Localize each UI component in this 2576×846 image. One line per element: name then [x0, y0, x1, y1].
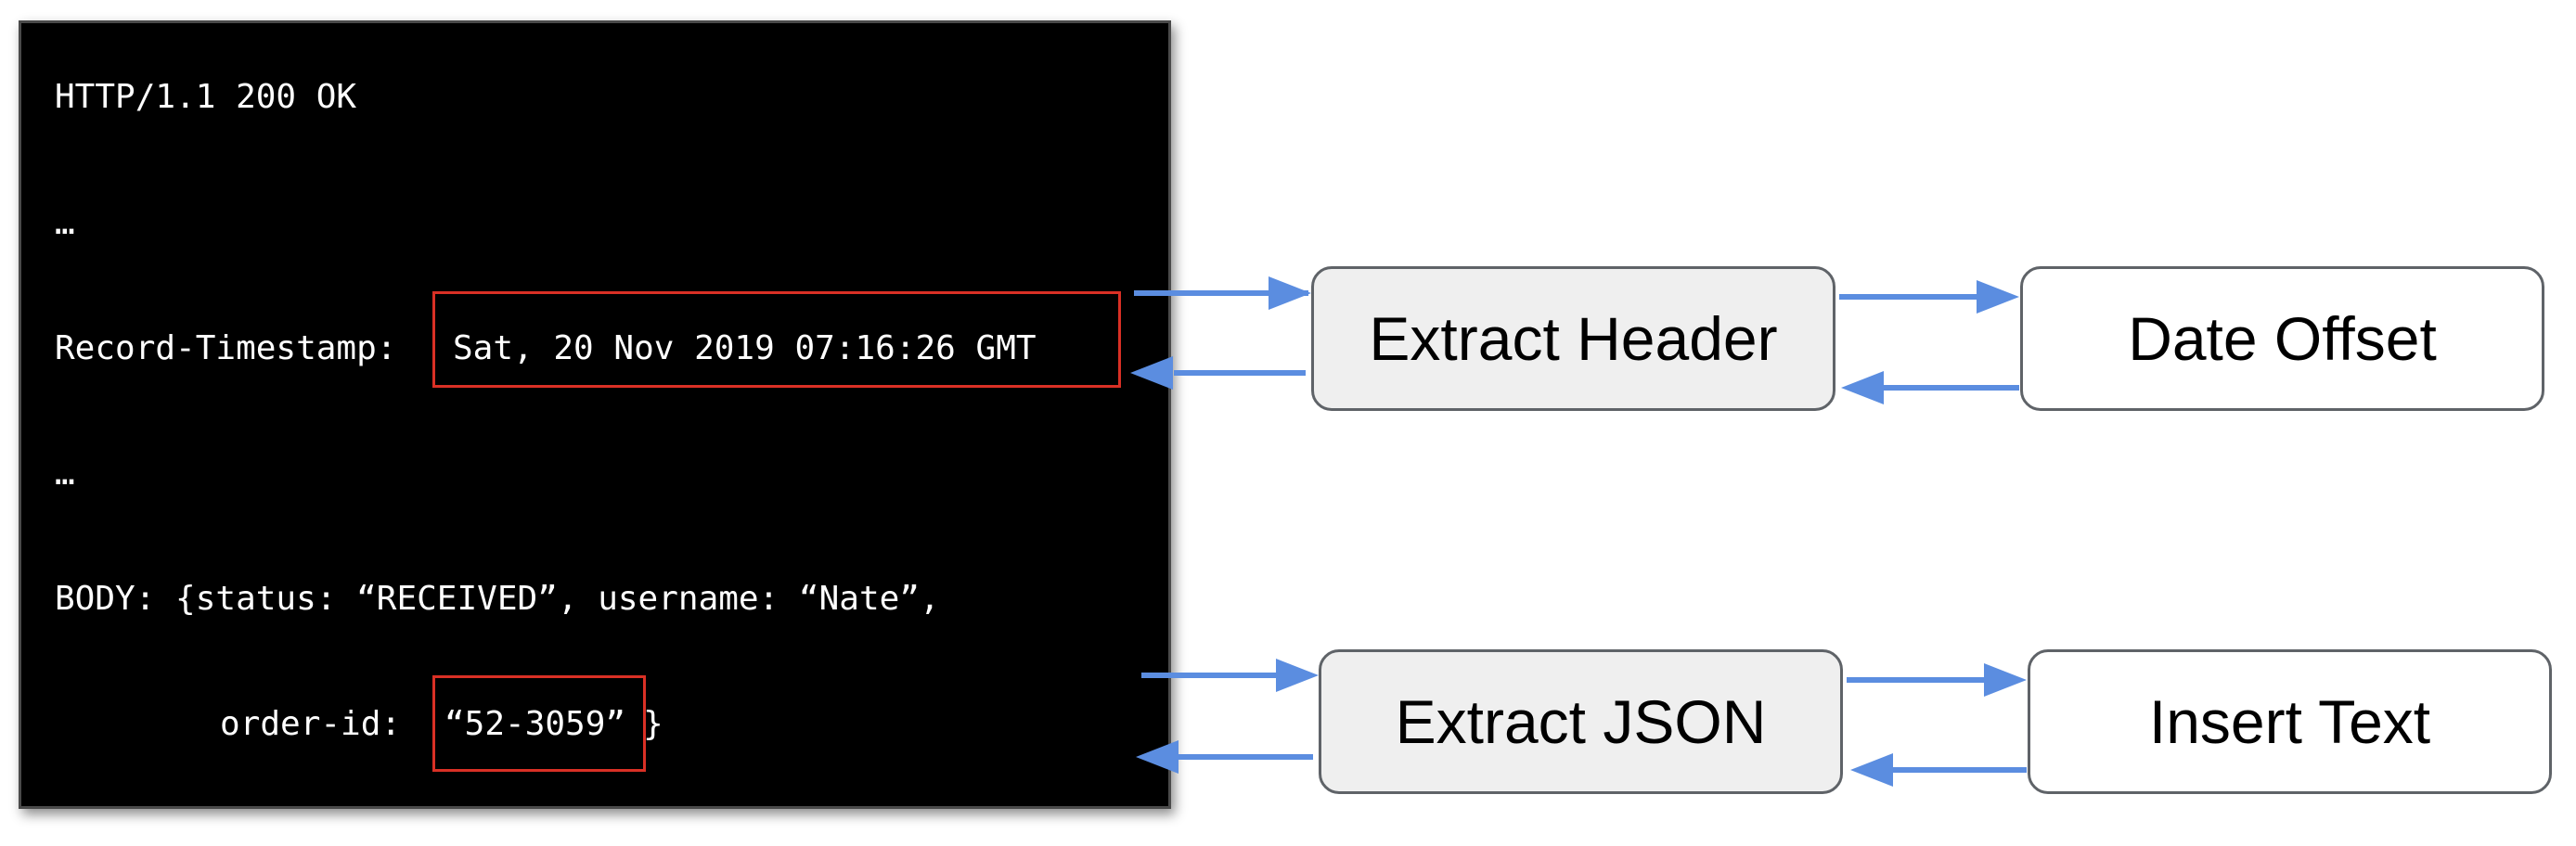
arrowhead — [1269, 276, 1311, 310]
status-line: HTTP/1.1 200 OK — [55, 78, 357, 116]
body-close-brace: } — [643, 705, 663, 743]
arrowhead — [1984, 663, 2027, 697]
arrowhead — [1850, 753, 1893, 787]
ellipsis-line: … — [55, 204, 75, 242]
arrowhead — [1841, 371, 1884, 404]
arrowhead — [1276, 659, 1319, 692]
date-offset-box: Date Offset — [2020, 266, 2544, 411]
extract-header-box: Extract Header — [1311, 266, 1835, 411]
arrowhead — [1130, 356, 1173, 390]
arrowhead — [1136, 740, 1179, 774]
timestamp-highlight-box — [432, 291, 1121, 388]
ellipsis-line: … — [55, 455, 75, 493]
insert-text-box: Insert Text — [2028, 649, 2552, 794]
order-id-value: “52-3059” — [444, 705, 626, 743]
timestamp-header-key: Record-Timestamp: — [55, 329, 397, 367]
extract-json-box: Extract JSON — [1319, 649, 1843, 794]
timestamp-header-value: Sat, 20 Nov 2019 07:16:26 GMT — [453, 329, 1037, 367]
arrowhead — [1977, 280, 2019, 314]
order-id-key: order-id: — [220, 705, 402, 743]
order-id-highlight-box — [432, 675, 646, 772]
body-line: BODY: {status: “RECEIVED”, username: “Na… — [55, 580, 940, 618]
